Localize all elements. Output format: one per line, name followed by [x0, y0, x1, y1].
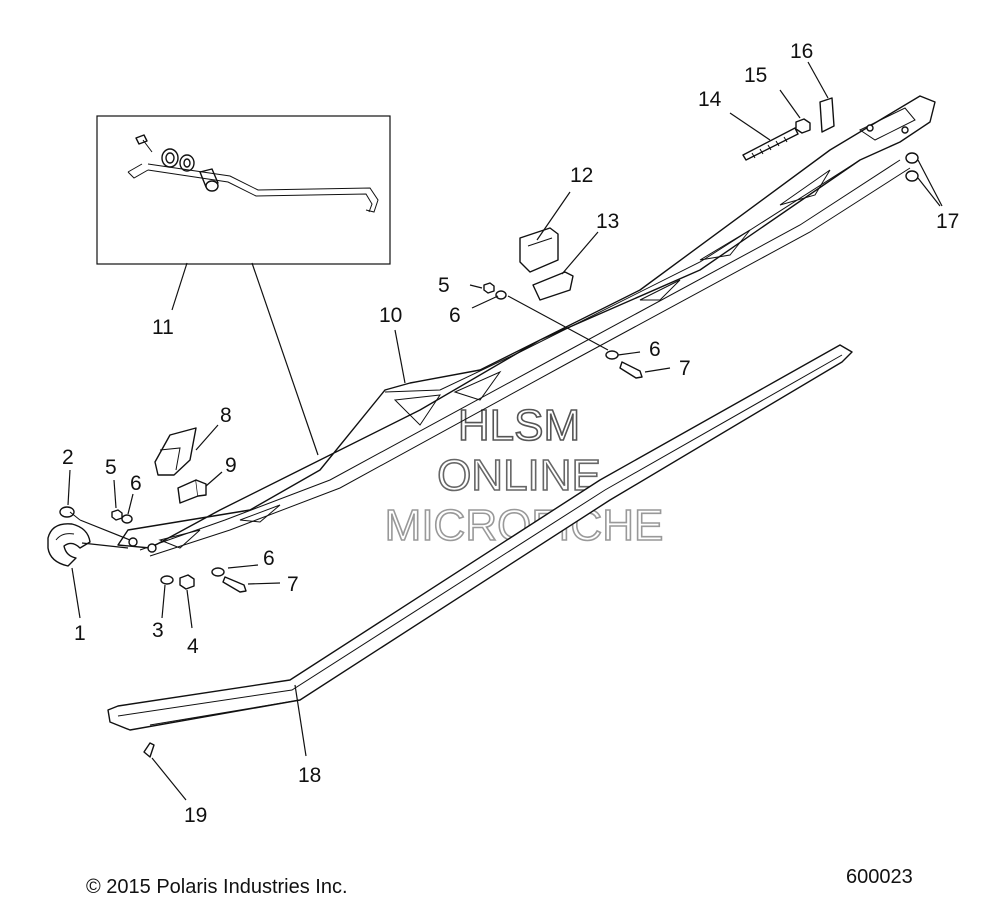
part-8-block [154, 427, 197, 476]
callout-19: 19 [184, 804, 207, 827]
part-4-nut [179, 574, 195, 590]
part-6-washer-right-lower [605, 350, 619, 360]
callout-14: 14 [698, 88, 722, 111]
callout-13: 13 [596, 210, 619, 233]
part-1-cap [47, 523, 91, 567]
callout-9: 9 [225, 454, 237, 477]
slide [107, 344, 853, 731]
callout-3: 3 [152, 619, 164, 642]
part-17-pin-b [905, 170, 919, 182]
part-14-rod [742, 127, 799, 161]
part-6-washer-lower [211, 567, 225, 577]
callout-6-right: 6 [449, 304, 461, 327]
callout-7-lower: 7 [287, 573, 299, 596]
callout-1: 1 [74, 622, 86, 645]
rail-frame [117, 95, 936, 557]
part-6-washer-left [121, 514, 133, 524]
callout-15: 15 [744, 64, 767, 87]
copyright-notice: © 2015 Polaris Industries Inc. [86, 876, 348, 898]
callout-18: 18 [298, 764, 321, 787]
drawing-number: 600023 [846, 866, 913, 888]
callout-10: 10 [379, 304, 402, 327]
part-19-screw [143, 742, 155, 758]
part-7-bolt-right [619, 361, 643, 379]
callout-16: 16 [790, 40, 813, 63]
part-15-nut [795, 118, 811, 134]
callout-6-right-lower: 6 [649, 338, 661, 361]
part-7-bolt-lower [222, 576, 247, 593]
callout-8: 8 [220, 404, 232, 427]
part-9-insert [177, 479, 207, 504]
part-5-nut-left [111, 509, 123, 521]
part-3-washer [160, 575, 174, 585]
callout-5-right: 5 [438, 274, 450, 297]
callout-5-left: 5 [105, 456, 117, 479]
callout-6-lower: 6 [263, 547, 275, 570]
callout-7-right: 7 [679, 357, 691, 380]
part-6-washer-right [495, 290, 507, 300]
leader-lines [67, 61, 943, 801]
part-2-bolt [59, 506, 81, 521]
callouts: 1 2 3 4 5 6 6 7 8 9 10 11 12 13 5 6 6 7 … [62, 40, 959, 827]
part-17-pin-a [905, 152, 919, 164]
part-5-nut-right [483, 282, 495, 294]
watermark-line-2: ONLINE [437, 451, 601, 500]
callout-12: 12 [570, 164, 593, 187]
detail-box-11 [96, 115, 391, 265]
callout-11: 11 [152, 316, 174, 339]
part-16-bracket [819, 97, 835, 133]
part-12-block [519, 227, 559, 273]
callout-2: 2 [62, 446, 74, 469]
watermark-line-1: HLSM [458, 401, 580, 450]
callout-6-left: 6 [130, 472, 142, 495]
part-13-insert [532, 271, 574, 301]
callout-4: 4 [187, 635, 199, 658]
callout-17: 17 [936, 210, 959, 233]
